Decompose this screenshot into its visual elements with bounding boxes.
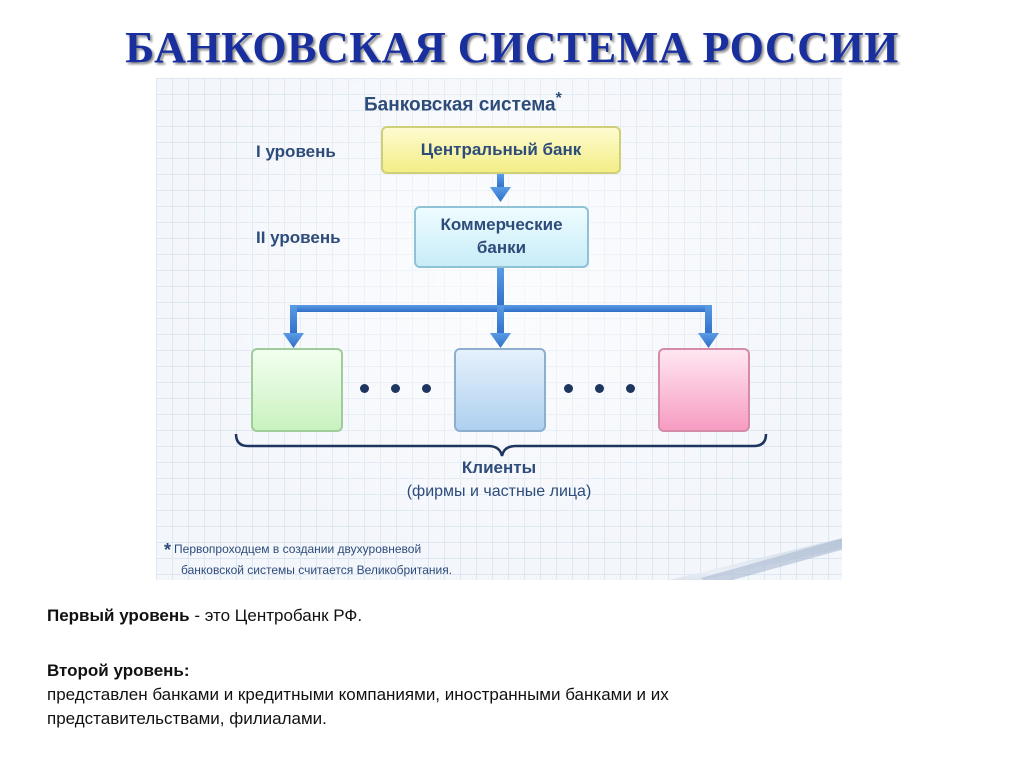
diagram-title: Банковская система* [364,90,562,116]
diagram-title-text: Банковская система [364,94,556,116]
dot [391,384,400,393]
clients-sublabel: (фирмы и частные лица) [406,483,592,500]
banking-system-diagram: Банковская система* I уровень II уровень… [156,78,842,580]
client-box-blue [454,348,546,432]
arrow-commercial-to-clients [283,268,719,348]
client-box-green [251,348,343,432]
second-level-text-line1: представлен банками и кредитными компани… [47,685,669,704]
clients-label: Клиенты [461,458,537,477]
ellipsis-left [360,384,431,393]
first-level-text: - это Центробанк РФ. [189,606,363,625]
second-level-heading: Второй уровень: [47,661,190,680]
clients-brace [234,433,768,457]
commercial-banks-box: Коммерческие банки [414,206,589,268]
footnote-line2: банковской системы считается Великобрита… [181,563,453,578]
second-level-text-line2: представительствами, филиалами. [47,709,327,728]
connector-arrows [234,174,768,457]
first-level-paragraph: Первый уровень - это Центробанк РФ. [47,604,362,628]
central-bank-box: Центральный банк [381,126,621,174]
central-bank-label: Центральный банк [420,139,582,159]
commercial-banks-label-line2: банки [476,238,527,257]
client-box-pink [658,348,750,432]
dot [564,384,573,393]
footnote-line1: Первопроходцем в создании двухуровневой [174,542,422,556]
pen-illustration [668,538,842,580]
first-level-heading: Первый уровень [47,606,190,625]
footnote-asterisk: * [164,540,172,560]
level-2-label: II уровень [256,228,341,247]
dot [360,384,369,393]
second-level-paragraph: Второй уровень: представлен банками и кр… [47,659,669,731]
level-1-label: I уровень [256,142,336,161]
commercial-banks-label-line1: Коммерческие [440,215,563,235]
dot [626,384,635,393]
ellipsis-right [564,384,635,393]
dot [595,384,604,393]
page-title: БАНКОВСКАЯ СИСТЕМА РОССИИ [125,23,899,72]
dot [422,384,431,393]
footnote: *Первопроходцем в создании двухуровневой… [164,538,452,578]
diagram-title-asterisk: * [555,90,562,107]
arrow-cb-to-commercial [490,174,511,202]
